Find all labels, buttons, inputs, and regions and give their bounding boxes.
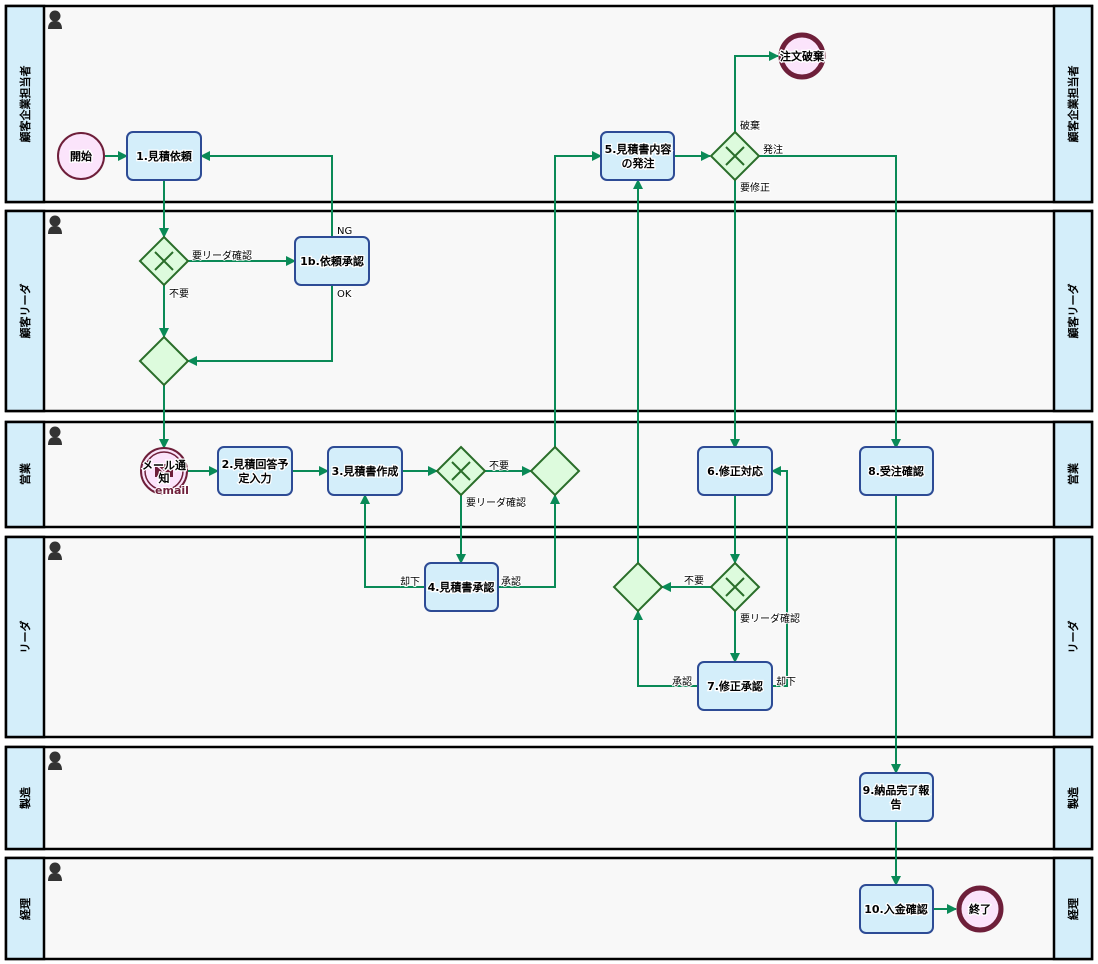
task-label: 1.見積依頼 [136, 149, 193, 163]
mail-event-sub-label: email [155, 484, 189, 497]
x-icon [451, 461, 471, 481]
flow-label: 承認 [672, 675, 692, 688]
flow-label: 却下 [400, 576, 420, 588]
x-icon [725, 146, 745, 166]
flow-g5-t8[interactable] [759, 155, 901, 449]
task-4-approve-estimate[interactable]: 4.見積書承認 [424, 562, 499, 612]
flow-label: 不要 [489, 460, 509, 472]
lane-label-right: 顧客リーダ [1066, 284, 1080, 339]
task-label: 5.見積書内容 [605, 142, 672, 156]
task-label: 3.見積書作成 [332, 464, 399, 478]
task-label: 8.受注確認 [868, 464, 924, 478]
flow-g5-cancel[interactable] [734, 51, 779, 132]
flow-label: 承認 [501, 575, 521, 588]
task-label: 4.見積書承認 [428, 580, 495, 594]
flow-label: 発注 [763, 143, 783, 156]
task-label: 定入力 [239, 471, 272, 485]
task-label: 10.入金確認 [864, 902, 928, 916]
gateway-exclusive-leader-check[interactable] [138, 235, 190, 287]
task-label: 9.納品完了報 [863, 783, 931, 797]
end-event-label: 終了 [969, 902, 991, 916]
flow-label: NG [337, 226, 352, 237]
task-label: 6.修正対応 [707, 464, 763, 478]
lane-customer-leader: 顧客リーダ 顧客リーダ [4, 209, 1094, 413]
envelope-icon [154, 463, 174, 477]
end-event-cancel[interactable]: 注文破棄 [778, 32, 826, 80]
task-2-estimate-reply-input[interactable]: 2.見積回答予 定入力 [217, 446, 293, 496]
gateway-merge-customer-leader[interactable] [138, 335, 190, 387]
lane-label-left: 顧客企業担当者 [18, 66, 32, 143]
gateway-exclusive-fix-approval[interactable] [709, 561, 761, 613]
lane-label-right: 製造 [1066, 786, 1080, 810]
lane-label-right: 経理 [1066, 898, 1080, 920]
lane-label-left: 営業 [18, 462, 32, 485]
end-event[interactable]: 終了 [956, 885, 1004, 933]
gateway-exclusive-estimate-approval[interactable] [435, 445, 487, 497]
flow-label: 不要 [169, 288, 189, 300]
flow-label: 要リーダ確認 [740, 612, 800, 625]
flow-labels: 要リーダ確認 不要 NG OK 不要 要リーダ確認 却下 承認 破棄 発注 要修… [168, 118, 801, 689]
gateway-merge-estimate[interactable] [529, 445, 581, 497]
lane-label-left: 経理 [18, 898, 32, 920]
flow-label: 要リーダ確認 [466, 496, 526, 509]
flow-t7-g7[interactable] [633, 610, 698, 687]
lane-label-left: リーダ [18, 621, 32, 654]
lane-leader: リーダ リーダ [4, 535, 1094, 739]
task-label: 2.見積回答予 [222, 457, 289, 471]
flow-label: 要修正 [740, 181, 770, 194]
task-8-order-confirm[interactable]: 8.受注確認 [859, 446, 934, 496]
sequence-flows [105, 51, 957, 914]
flow-label: OK [337, 289, 352, 300]
cancel-event-label: 注文破棄 [780, 49, 825, 63]
gateway-exclusive-order-decision[interactable] [709, 130, 761, 182]
task-9-delivery-report[interactable]: 9.納品完了報 告 [859, 772, 934, 822]
lane-label-left: 顧客リーダ [18, 284, 32, 339]
flow-t1b-g2[interactable] [187, 285, 333, 366]
x-icon [154, 251, 174, 271]
task-label: 1b.依頼承認 [300, 254, 364, 268]
x-icon [725, 577, 745, 597]
flow-t4-t3[interactable] [360, 494, 425, 588]
lane-label-left: 製造 [18, 786, 32, 810]
lane-label-right: 顧客企業担当者 [1066, 66, 1080, 143]
task-7-fix-approval[interactable]: 7.修正承認 [697, 661, 773, 711]
flow-g4-t5[interactable] [554, 151, 602, 447]
intermediate-event-mail[interactable]: メール通 知 email [140, 447, 190, 498]
task-label: の発注 [622, 156, 655, 170]
flow-label: 要リーダ確認 [192, 249, 252, 262]
task-6-fix-response[interactable]: 6.修正対応 [697, 446, 773, 496]
task-1-estimate-request[interactable]: 1.見積依頼 [126, 131, 202, 181]
flow-label: 却下 [776, 676, 796, 688]
start-event-label: 開始 [70, 149, 92, 163]
task-label: 告 [891, 797, 902, 811]
task-5-order-estimate[interactable]: 5.見積書内容 の発注 [600, 131, 675, 181]
start-event[interactable]: 開始 [57, 132, 105, 180]
mail-event-label-line1: メール通 [142, 459, 186, 472]
gateway-merge-fix[interactable] [612, 561, 664, 613]
flow-t7-t6[interactable] [771, 466, 788, 687]
mail-event-label-line2: 知 [158, 471, 170, 485]
task-3-create-estimate[interactable]: 3.見積書作成 [327, 446, 403, 496]
flow-label: 不要 [684, 575, 704, 587]
flow-label: 破棄 [740, 119, 760, 132]
flow-t4-g4[interactable] [498, 494, 560, 588]
task-1b-request-approval[interactable]: 1b.依頼承認 [294, 236, 370, 286]
lane-label-right: 営業 [1066, 462, 1080, 485]
task-10-payment-confirm[interactable]: 10.入金確認 [859, 884, 934, 934]
task-label: 7.修正承認 [707, 679, 763, 693]
lane-label-right: リーダ [1066, 621, 1080, 654]
flow-t1b-t1[interactable] [200, 151, 333, 237]
